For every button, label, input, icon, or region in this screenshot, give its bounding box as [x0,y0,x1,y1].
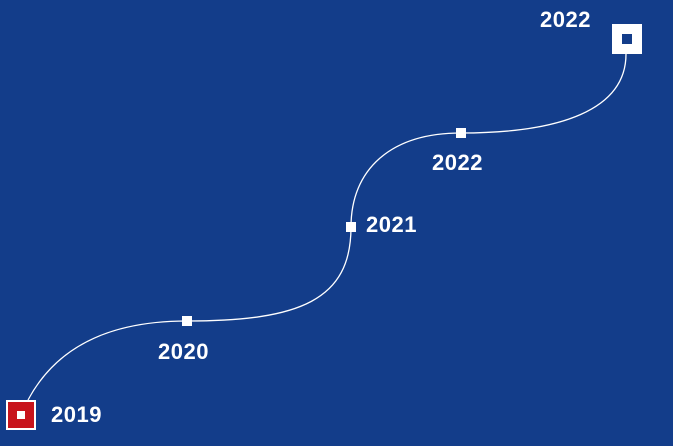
end-marker-inner [622,34,632,44]
milestone-label-2019: 2019 [51,402,102,427]
milestone-label-2022-end: 2022 [540,7,591,32]
milestone-dot-2021 [346,222,356,232]
milestone-label-2020: 2020 [158,339,209,364]
milestone-dot-2020 [182,316,192,326]
start-milestone-marker [6,400,36,430]
end-milestone-marker [612,24,642,54]
milestone-label-2021: 2021 [366,212,417,237]
start-marker-inner [17,411,25,419]
timeline-curve [27,53,627,401]
milestone-dot-2022 [456,128,466,138]
milestone-label-2022: 2022 [432,150,483,175]
